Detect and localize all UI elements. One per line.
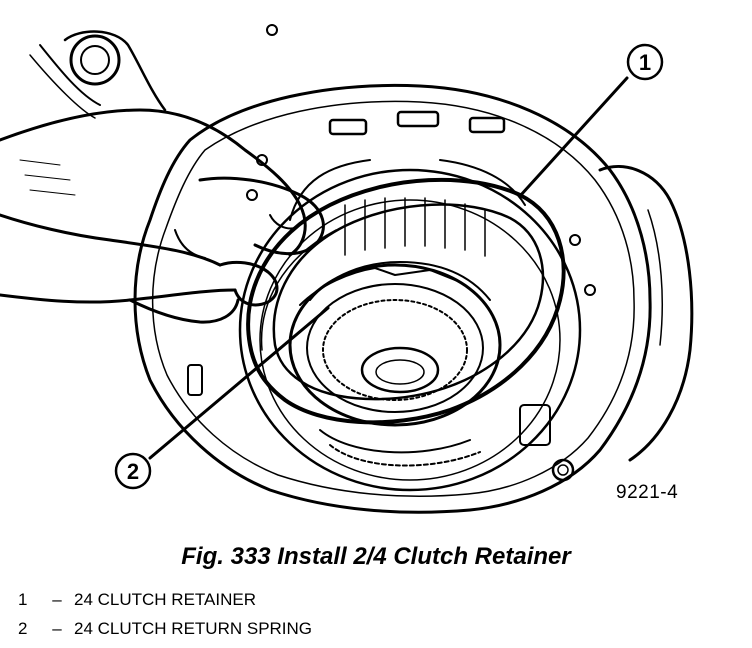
clutch-retainer-illustration: 1 2 — [0, 24, 694, 514]
clutch-drum-bore — [238, 159, 582, 492]
technician-hand — [0, 44, 325, 324]
legend: 1 –24 CLUTCH RETAINER 2 –24 CLUTCH RETURN … — [18, 585, 312, 643]
callout-2-number: 2 — [127, 459, 139, 484]
callout-2-circle — [114, 452, 152, 490]
figure-id: 9221-4 — [616, 482, 679, 503]
clutch-return-spring — [288, 261, 502, 467]
figure-caption: Fig. 333 Install 2/4 Clutch Retainer — [181, 543, 571, 570]
callout-1-number: 1 — [639, 50, 651, 75]
legend-number: 2 — [18, 619, 28, 638]
callout-1-circle — [626, 43, 664, 81]
leader-line-1 — [518, 76, 629, 198]
transmission-case — [63, 24, 694, 514]
legend-dash: – — [52, 590, 62, 609]
leader-line-2 — [148, 306, 330, 460]
legend-label: 24 CLUTCH RETURN SPRING — [74, 619, 313, 638]
legend-number: 1 — [18, 590, 28, 609]
legend-dash: – — [52, 619, 62, 638]
legend-item: 1 –24 CLUTCH RETAINER — [18, 585, 312, 614]
legend-label: 24 CLUTCH RETAINER — [74, 590, 256, 609]
legend-item: 2 –24 CLUTCH RETURN SPRING — [18, 614, 312, 643]
